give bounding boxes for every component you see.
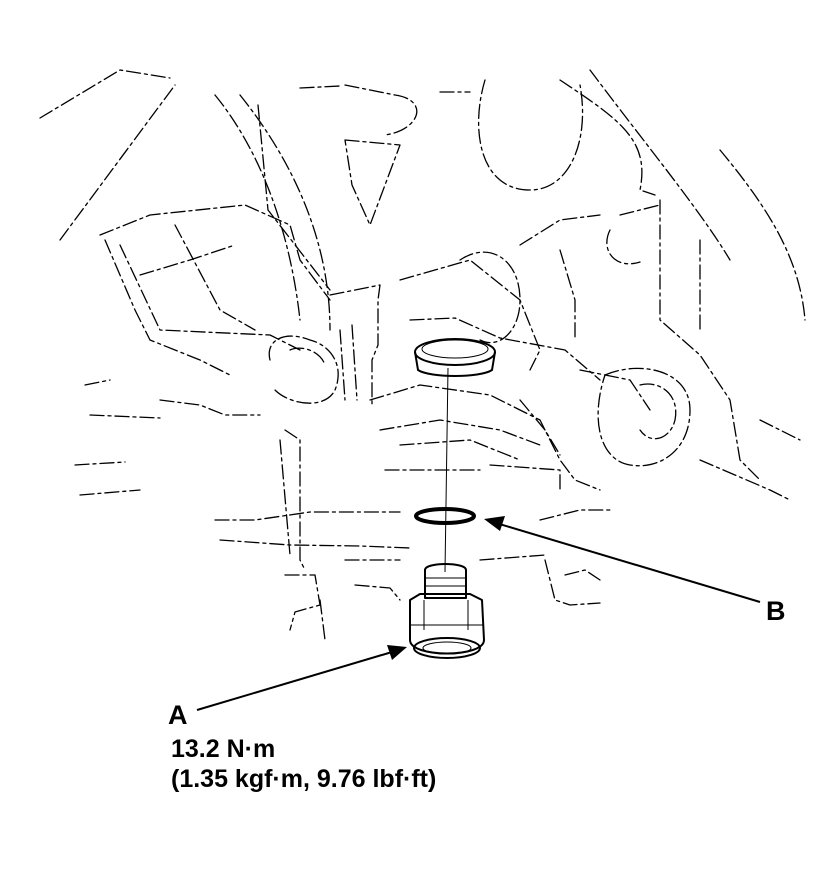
leader-arrow-a bbox=[196, 645, 407, 711]
callout-label-b: B bbox=[766, 596, 786, 626]
sensor-bore bbox=[414, 338, 496, 377]
o-ring bbox=[414, 507, 476, 525]
sensor-plug bbox=[409, 563, 485, 659]
housing-phantom-outline bbox=[39, 69, 806, 641]
assembly-centerline bbox=[444, 367, 449, 573]
torque-spec-metric: 13.2 N·m bbox=[171, 735, 276, 763]
leader-arrow-b bbox=[484, 516, 761, 603]
torque-spec-alternate-units: (1.35 kgf·m, 9.76 lbf·ft) bbox=[171, 765, 437, 793]
callout-label-a: A bbox=[168, 700, 188, 730]
